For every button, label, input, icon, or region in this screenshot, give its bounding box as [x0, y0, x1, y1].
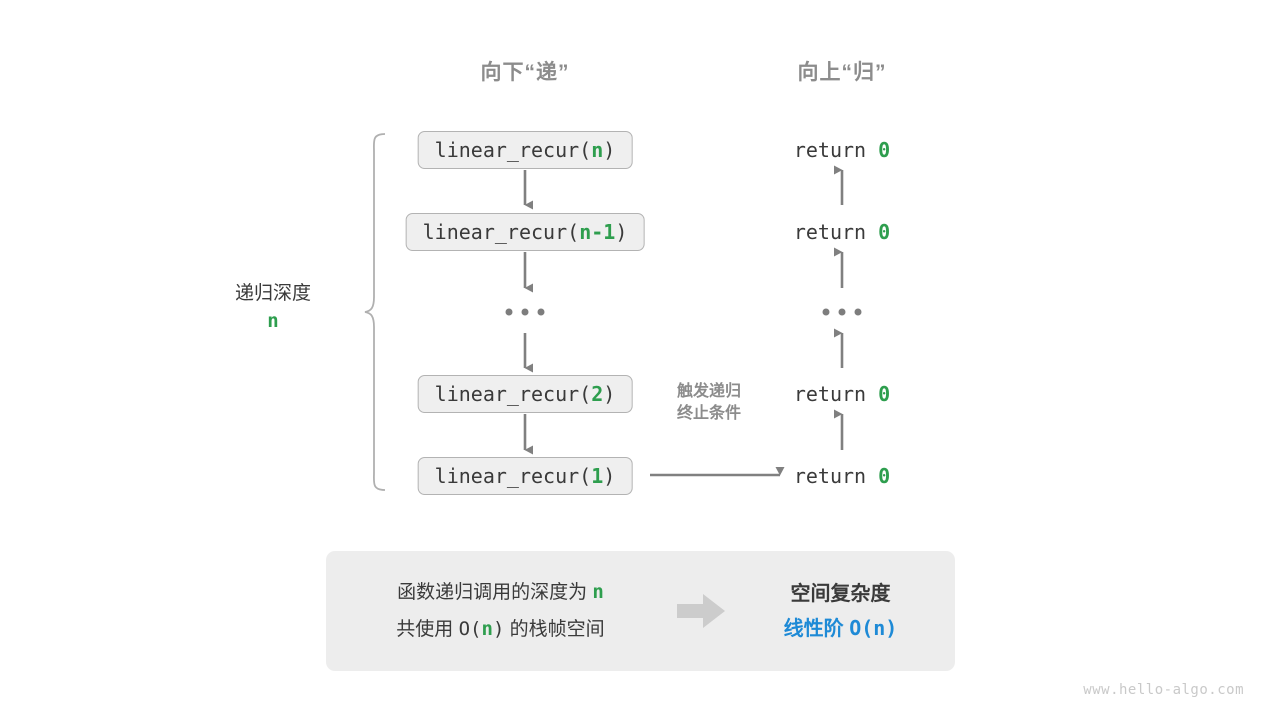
recursion-depth-annotation: 递归深度 n [235, 281, 311, 335]
return-value-0: 0 [878, 138, 891, 162]
return-keyword-2: return [793, 382, 867, 406]
termination-note-line1: 触发递归 [676, 383, 742, 400]
call-box-1-func: linear_recur( [422, 220, 580, 244]
call-box-3-close: ) [603, 464, 616, 488]
ellipsis-ascend [822, 308, 862, 316]
call-box-2-arg: 2 [591, 382, 604, 406]
call-box-1-close: ) [615, 220, 628, 244]
summary-conclusion: 空间复杂度 线性阶 O(n) [741, 577, 941, 646]
return-value-1: 0 [878, 220, 891, 244]
call-box-0[interactable]: linear_recur(n) [417, 131, 633, 169]
right-block-arrow-icon [676, 594, 725, 628]
termination-condition-note: 触发递归 终止条件 [677, 381, 741, 425]
call-box-3-arg: 1 [591, 464, 604, 488]
ellipsis-dot [822, 308, 830, 316]
return-label-3: return 0 [794, 457, 890, 495]
summary-line-2-value: O(n) [458, 618, 505, 640]
recursion-depth-value: n [267, 310, 279, 332]
summary-line-2: 共使用 O(n) 的栈帧空间 [341, 611, 661, 648]
call-box-0-close: ) [603, 138, 616, 162]
call-box-0-arg: n [591, 138, 604, 162]
ellipsis-dot [505, 308, 513, 316]
ellipsis-dot [521, 308, 529, 316]
call-box-3[interactable]: linear_recur(1) [417, 457, 633, 495]
call-box-2-close: ) [603, 382, 616, 406]
recursion-depth-label: 递归深度 [234, 283, 312, 304]
call-box-1[interactable]: linear_recur(n-1) [405, 213, 645, 251]
termination-note-line2: 终止条件 [676, 405, 742, 422]
summary-description: 函数递归调用的深度为 n 共使用 O(n) 的栈帧空间 [341, 574, 661, 648]
return-keyword-0: return [793, 138, 867, 162]
column-header-ascend: 向上“归” [797, 61, 887, 84]
call-box-1-arg: n-1 [579, 220, 616, 244]
summary-panel: 函数递归调用的深度为 n 共使用 O(n) 的栈帧空间 空间复杂度 线性阶 O(… [326, 551, 955, 671]
summary-line-2-suffix: 的栈帧空间 [509, 619, 605, 640]
summary-line-2-prefix: 共使用 [396, 619, 454, 640]
complexity-order-notation: O(n) [849, 615, 898, 640]
watermark: www.hello-algo.com [1083, 682, 1244, 698]
complexity-order-label: 线性阶 [783, 617, 844, 640]
ellipsis-dot [537, 308, 545, 316]
call-box-3-func: linear_recur( [434, 464, 592, 488]
return-value-3: 0 [878, 464, 891, 488]
call-box-2-func: linear_recur( [434, 382, 592, 406]
call-box-2[interactable]: linear_recur(2) [417, 375, 633, 413]
summary-line-1-value: n [592, 581, 604, 603]
return-label-2: return 0 [794, 375, 890, 413]
summary-conclusion-title: 空间复杂度 [790, 582, 891, 605]
summary-conclusion-value: 线性阶 O(n) [741, 611, 941, 646]
return-label-1: return 0 [794, 213, 890, 251]
ellipsis-dot [854, 308, 862, 316]
ellipsis-dot [838, 308, 846, 316]
return-label-0: return 0 [794, 131, 890, 169]
return-keyword-1: return [793, 220, 867, 244]
summary-line-1: 函数递归调用的深度为 n [341, 574, 661, 611]
call-box-0-func: linear_recur( [434, 138, 592, 162]
return-value-2: 0 [878, 382, 891, 406]
summary-line-1-prefix: 函数递归调用的深度为 [397, 582, 588, 603]
return-keyword-3: return [793, 464, 867, 488]
ellipsis-descend [505, 308, 545, 316]
depth-brace [364, 133, 386, 491]
column-header-descend: 向下“递” [480, 61, 570, 84]
summary-line-2-arg: n [481, 618, 493, 640]
